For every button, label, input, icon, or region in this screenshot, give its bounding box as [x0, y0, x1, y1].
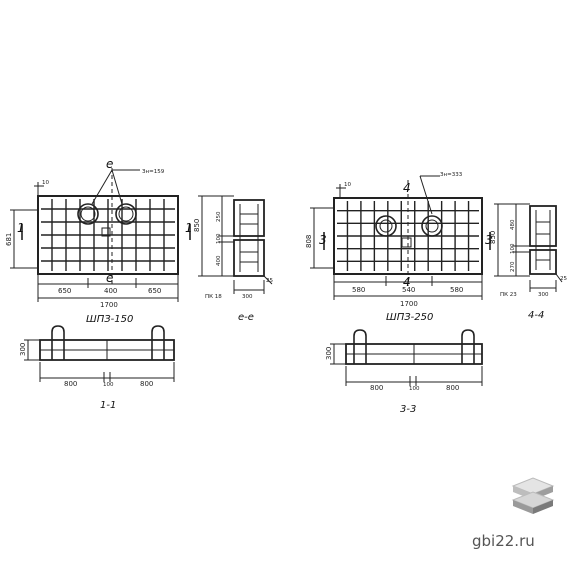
block1-cut-mark-top: е	[106, 157, 113, 171]
block1-pipe-right-inner	[118, 206, 134, 222]
labels: е е Зн=159 1 1 681 650 400 650 1700 10 Ш…	[5, 157, 567, 415]
block2-section-mark-left: 3	[319, 233, 327, 247]
section-e-total-dim: 850	[193, 219, 201, 232]
block1-pipe-note: Зн=159	[142, 169, 165, 175]
block1-plan	[10, 168, 191, 302]
block2-plan	[310, 175, 491, 300]
section-e-bottom-dim: 300	[242, 294, 253, 300]
block2-pipe-right-inner	[425, 219, 439, 233]
section-1-1-height: 300	[19, 343, 27, 356]
section-1-1	[24, 325, 175, 382]
section-1-1-loop-left	[51, 325, 65, 360]
block2-rebar-grid	[337, 201, 479, 271]
block2-section-mark-right: 3	[485, 233, 493, 247]
block2-pipe-left	[375, 215, 397, 237]
section-e-upper	[233, 199, 265, 237]
block2-pipe-right	[421, 215, 443, 237]
section-3-3-loop-right	[461, 329, 475, 364]
stacked-slabs-icon	[511, 477, 555, 514]
block1-pipe-left	[77, 203, 99, 225]
block1-height-label: 681	[5, 233, 13, 246]
block2-cut-mark-bottom: 4	[403, 275, 411, 289]
watermark-text: gbi22.ru	[472, 532, 535, 550]
section-44-dim-3: 270	[510, 261, 516, 272]
section-e-e	[198, 195, 273, 294]
block1-section-mark-left: 1	[17, 221, 25, 235]
section-44-bottom-dim: 300	[538, 292, 549, 298]
section-1-1-title: 1-1	[100, 400, 116, 411]
block1-lifting-loop	[101, 227, 111, 237]
block2-dim-total: 1700	[400, 300, 418, 308]
block2-title: ШПЗ-250	[386, 312, 433, 323]
block1-title: ШПЗ-150	[86, 314, 133, 325]
section-44-dim-1: 480	[510, 219, 516, 230]
section-3-3-dim-2: 100	[409, 386, 420, 392]
block1-top-marker: 10	[42, 180, 49, 186]
section-44-small-dim: 25	[560, 276, 567, 282]
block2-dim-2: 540	[402, 286, 415, 294]
section-1-1-dim-1: 800	[64, 380, 77, 388]
section-3-3	[330, 329, 483, 386]
block2-cut-mark-top: 4	[403, 181, 411, 195]
block2-lifting-loop	[401, 237, 412, 248]
section-3-3-dim-1: 800	[370, 384, 383, 392]
section-3-3-loop-left	[353, 329, 367, 364]
block1-cut-mark-bottom: е	[106, 271, 113, 285]
block1-dim-1: 650	[58, 287, 71, 295]
section-4-upper	[529, 205, 557, 247]
section-e-title: е-е	[238, 312, 254, 323]
section-44-tag: ПК 23	[500, 292, 517, 298]
block1-pipe-left-inner	[80, 206, 96, 222]
block1-dim-3: 650	[148, 287, 161, 295]
block2-dim-1: 580	[352, 286, 365, 294]
section-1-1-dim-2: 100	[103, 382, 114, 388]
block2-pipe-left-inner	[379, 219, 393, 233]
section-3-3-title: 3-3	[400, 404, 416, 415]
block1-outline	[37, 195, 179, 275]
block1-section-mark-right: 1	[185, 221, 193, 235]
section-e-lower	[233, 239, 265, 277]
section-44-total-dim: 850	[489, 231, 497, 244]
section-4-lower	[529, 249, 557, 275]
block1-dim-2: 400	[104, 287, 117, 295]
section-44-dim-2: 100	[510, 243, 516, 254]
section-e-dim-2: 100	[216, 233, 222, 244]
section-3-3-dim-3: 800	[446, 384, 459, 392]
block1-rebar-grid	[41, 199, 175, 271]
block2-dim-3: 580	[450, 286, 463, 294]
block2-pipe-note: Зн=333	[440, 172, 463, 178]
block2-height-label: 808	[305, 235, 313, 248]
block1-dim-total: 1700	[100, 301, 118, 309]
section-1-1-dim-3: 800	[140, 380, 153, 388]
section-3-3-height: 300	[325, 347, 333, 360]
section-e-dim-3: 400	[216, 255, 222, 266]
section-e-dim-1: 250	[216, 211, 222, 222]
section-e-small-dim: 25	[266, 278, 273, 284]
block2-top-marker: 10	[344, 182, 351, 188]
section-4-4	[494, 203, 563, 292]
section-1-1-loop-right	[151, 325, 165, 360]
block1-pipe-right	[115, 203, 137, 225]
section-e-tag: ПК 18	[205, 294, 222, 300]
section-44-title: 4-4	[528, 310, 544, 321]
